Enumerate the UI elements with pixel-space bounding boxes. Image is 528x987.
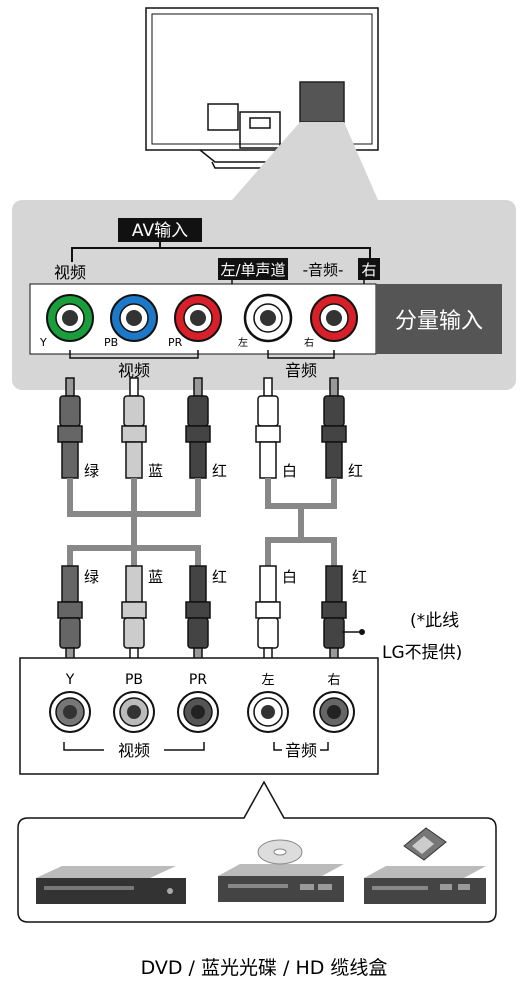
plug-green-lower [57, 565, 83, 667]
dvd-player-icon [36, 866, 186, 904]
plug-red-audio-upper [321, 377, 347, 479]
component-input-label: 分量输入 [395, 309, 483, 334]
plug-red-audio-lower [321, 565, 347, 667]
video-label-bottom: 视频 [118, 361, 150, 380]
bluray-player-icon [218, 839, 344, 902]
devices-caption: DVD / 蓝光光碟 / HD 缆线盒 [141, 957, 388, 979]
cable-note-line1: (*此线 [410, 611, 459, 631]
jack-audio-left [243, 293, 293, 343]
plug-red-upper [185, 377, 211, 479]
audio-label-mid: -音频- [303, 261, 344, 279]
port-y-label: Y [39, 336, 47, 349]
device-jack-y [49, 691, 91, 733]
upper-plugs [57, 377, 347, 479]
cable-label-red-audio-upper: 红 [348, 462, 363, 480]
zoom-callout [232, 122, 378, 200]
jack-pr [174, 294, 222, 342]
cable-label-white-upper: 白 [282, 462, 297, 480]
device-jack-pr [177, 691, 219, 733]
device-video-label: 视频 [118, 741, 150, 760]
cable-label-blue-lower: 蓝 [148, 568, 163, 586]
plug-white-upper [255, 377, 281, 479]
plug-blue-lower [121, 565, 147, 667]
cable-bundle [67, 478, 337, 578]
port-right-label: 右 [304, 336, 314, 349]
cable-label-green-upper: 绿 [84, 462, 99, 480]
cable-label-white-lower: 白 [282, 568, 297, 586]
jack-y [46, 294, 94, 342]
plug-green-upper [57, 377, 83, 479]
audio-left-mono-label: 左/单声道 [220, 261, 285, 279]
cable-label-red-lower: 红 [212, 568, 227, 586]
plug-blue-upper [121, 377, 147, 479]
device-jack-pb [113, 691, 155, 733]
jack-pb [110, 294, 158, 342]
port-pb-label: PB [104, 336, 118, 349]
av-input-label: AV输入 [132, 221, 188, 241]
device-jack-left [247, 691, 289, 733]
device-port-pb-label: PB [125, 672, 143, 688]
device-port-y-label: Y [65, 672, 75, 688]
video-label-top: 视频 [54, 263, 86, 282]
cable-label-green-lower: 绿 [84, 568, 99, 586]
lower-plugs [57, 565, 347, 667]
hd-cable-box-icon [364, 827, 486, 904]
cable-label-red-upper: 红 [212, 462, 227, 480]
device-audio-label: 音频 [285, 741, 317, 760]
device-port-left-label: 左 [261, 673, 274, 688]
audio-right-label: 右 [361, 261, 376, 279]
port-pr-label: PR [168, 336, 183, 349]
device-port-right-label: 右 [327, 673, 340, 688]
jack-audio-right [310, 294, 358, 342]
cable-label-blue-upper: 蓝 [148, 462, 163, 480]
device-port-pr-label: PR [189, 672, 207, 688]
audio-label-bottom: 音频 [285, 361, 317, 380]
cable-note-line2: LG不提供) [382, 643, 462, 663]
device-jack-right [313, 691, 355, 733]
plug-red-lower [185, 565, 211, 667]
plug-white-lower [255, 565, 281, 667]
port-left-label: 左 [238, 336, 248, 349]
cable-label-red-audio-lower: 红 [352, 568, 367, 586]
